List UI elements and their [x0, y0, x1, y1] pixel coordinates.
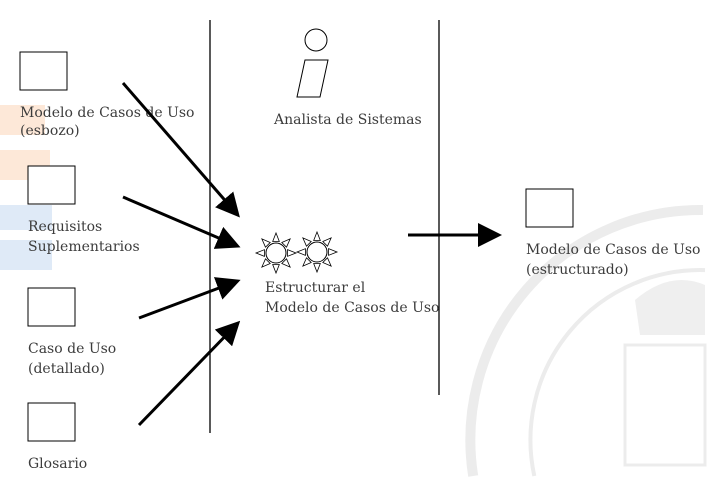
gear-tooth — [295, 248, 306, 256]
input-arrow — [122, 195, 241, 249]
artifact-label: Modelo de Casos de Uso — [20, 105, 194, 121]
worker-label: Analista de Sistemas — [273, 112, 422, 128]
gear-tooth — [322, 257, 332, 267]
gear-tooth — [261, 238, 271, 248]
gear-tooth — [313, 230, 321, 241]
gear-tooth — [272, 264, 280, 275]
gear-tooth — [302, 257, 312, 267]
actor-icon — [296, 28, 329, 98]
artifact-label: Requisitos — [28, 219, 102, 235]
artifact-icon-supplementary-requirements[interactable] — [27, 165, 76, 205]
gear-tooth — [281, 238, 291, 248]
input-arrow — [137, 320, 241, 427]
input-arrow — [138, 277, 241, 320]
artifact-label: Suplementarios — [28, 239, 140, 255]
artifact-icon-use-case-model-structured[interactable] — [525, 188, 574, 228]
gear-tooth — [272, 231, 280, 242]
gear-tooth — [287, 249, 298, 257]
activity-label: Estructurar el — [265, 280, 366, 296]
artifact-icon-use-case-detailed[interactable] — [27, 287, 76, 327]
gear-tooth — [328, 248, 339, 256]
artifact-icon-use-case-model-draft[interactable] — [19, 51, 68, 91]
gear-tooth — [261, 258, 271, 268]
artifact-icon-glossary[interactable] — [27, 402, 76, 442]
artifact-label: (esbozo) — [20, 123, 80, 139]
gears-icon — [254, 230, 339, 275]
artifact-label: Glosario — [28, 456, 87, 472]
artifact-label: Caso de Uso — [28, 341, 116, 357]
artifact-label: (estructurado) — [526, 262, 629, 278]
input-arrow — [121, 82, 240, 218]
gear-tooth — [313, 263, 321, 274]
gear-tooth — [281, 258, 291, 268]
activity-label: Modelo de Casos de Uso — [265, 300, 439, 316]
gear-hub — [306, 241, 328, 263]
gear-tooth — [322, 237, 332, 247]
artifact-label: Modelo de Casos de Uso — [526, 242, 700, 258]
gear-hub — [265, 242, 287, 264]
artifact-label: (detallado) — [28, 361, 105, 377]
gear-tooth — [302, 237, 312, 247]
gear-tooth — [254, 249, 265, 257]
university-seal-watermark — [0, 105, 707, 477]
